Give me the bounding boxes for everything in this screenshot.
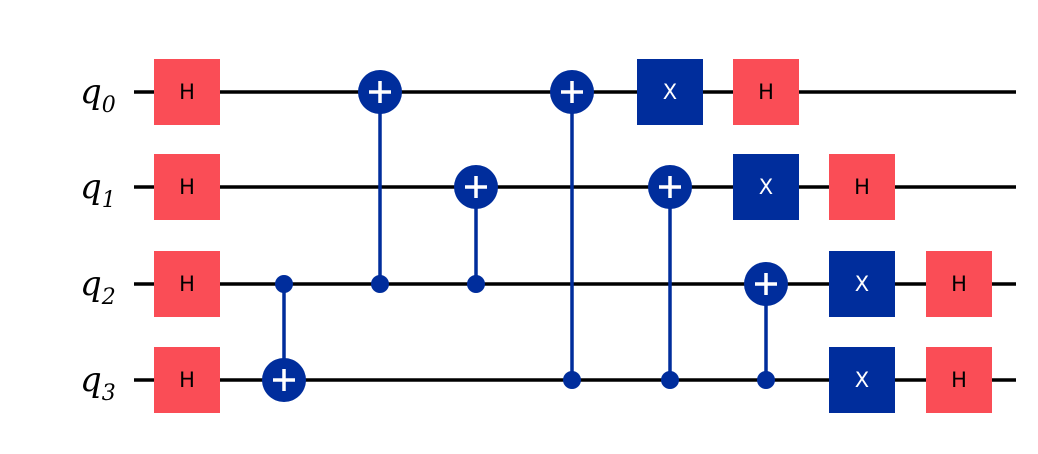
gate-label: H [951, 272, 967, 296]
hadamard-gate: H [829, 154, 895, 220]
gate-box [154, 251, 220, 317]
cnot-gate [550, 70, 594, 389]
gate-label: H [758, 80, 774, 104]
gate-box [637, 59, 703, 125]
gate-label: X [855, 368, 869, 392]
gate-box [154, 154, 220, 220]
hadamard-gate: H [154, 251, 220, 317]
qubit-label-1: q1 [80, 167, 116, 213]
pauli-x-gate: X [637, 59, 703, 125]
gate-label: H [179, 368, 195, 392]
gate-label: X [759, 175, 773, 199]
pauli-x-gate: X [829, 347, 895, 413]
hadamard-gate: H [733, 59, 799, 125]
gate-box [926, 347, 992, 413]
gate-box [733, 59, 799, 125]
qubit-wires [134, 90, 1016, 382]
hadamard-gate: H [154, 347, 220, 413]
cnot-gate [358, 70, 402, 293]
control-dot [661, 371, 679, 389]
control-dot [757, 371, 775, 389]
gate-label: H [951, 368, 967, 392]
circuit-gates: H H H H X H X H X X H H [154, 59, 992, 413]
gate-box [829, 154, 895, 220]
qubit-label-0: q0 [80, 72, 116, 118]
qubit-label-3: q3 [80, 360, 116, 406]
gate-box [154, 347, 220, 413]
gate-label: H [179, 175, 195, 199]
gate-box [926, 251, 992, 317]
gate-label: H [179, 272, 195, 296]
gate-box [829, 251, 895, 317]
gate-box [733, 154, 799, 220]
gate-label: H [179, 80, 195, 104]
gate-label: X [855, 272, 869, 296]
gate-label: H [854, 175, 870, 199]
gate-box [154, 59, 220, 125]
cnot-gate [648, 165, 692, 389]
control-dot [371, 275, 389, 293]
pauli-x-gate: X [733, 154, 799, 220]
pauli-x-gate: X [829, 251, 895, 317]
hadamard-gate: H [926, 347, 992, 413]
control-dot [563, 371, 581, 389]
cnot-gate [454, 165, 498, 293]
control-dot [467, 275, 485, 293]
hadamard-gate: H [926, 251, 992, 317]
cnot-gate [262, 275, 306, 402]
control-dot [275, 275, 293, 293]
cnot-gate [744, 262, 788, 389]
hadamard-gate: H [154, 59, 220, 125]
gate-box [829, 347, 895, 413]
gate-label: X [663, 80, 677, 104]
hadamard-gate: H [154, 154, 220, 220]
qubit-label-2: q2 [80, 264, 116, 310]
qubit-labels: q0 q1 q2 q3 [80, 72, 116, 406]
